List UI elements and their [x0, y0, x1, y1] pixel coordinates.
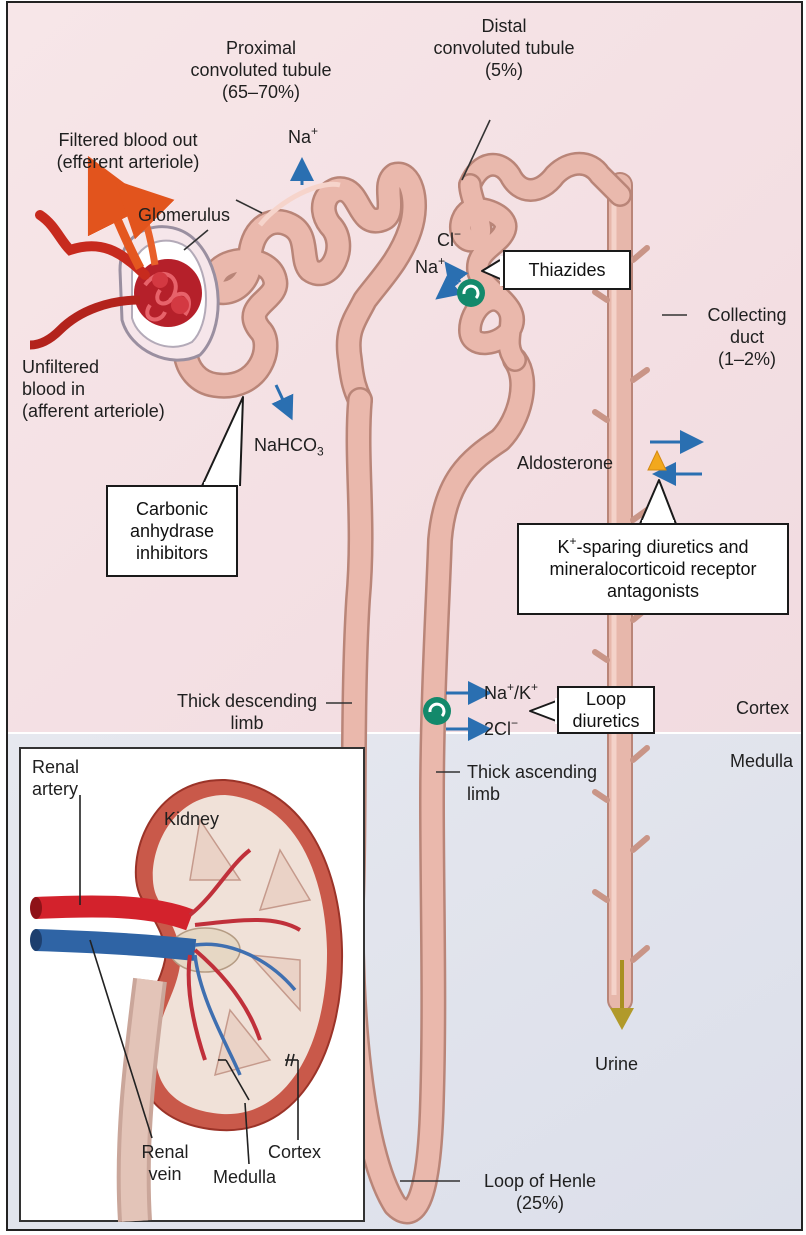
plus-sign: + [311, 124, 318, 138]
renal-vein-line-2: vein [133, 1163, 197, 1185]
ksparing-text: -sparing diuretics and [576, 537, 748, 557]
loop-of-henle-label: Loop of Henle (25%) [465, 1170, 615, 1214]
na-text: Na [288, 127, 311, 147]
thick-descending-label: Thick descending limb [171, 690, 323, 734]
cl-text: Cl [437, 230, 454, 250]
collecting-duct-label: Collecting duct (1–2%) [694, 304, 800, 370]
kidney-label: Kidney [164, 808, 219, 830]
filtered-line-2: (efferent arteriole) [26, 151, 230, 173]
proximal-tubule-label: Proximal convoluted tubule (65–70%) [160, 37, 362, 103]
medulla-region-label: Medulla [730, 750, 793, 772]
na-ion-distal: Na+ [415, 256, 445, 278]
k-text: /K [514, 683, 531, 703]
plus-sign: + [531, 680, 538, 694]
thick-asc-line-1: Thick ascending [467, 761, 597, 783]
efferent-arteriole-label: Filtered blood out (efferent arteriole) [26, 129, 230, 173]
renal-artery-line-2: artery [32, 778, 79, 800]
distal-line-1: Distal [419, 15, 589, 37]
thick-desc-line-2: limb [171, 712, 323, 734]
thick-ascending-label: Thick ascending limb [467, 761, 597, 805]
distal-percent: (5%) [419, 59, 589, 81]
two-cl-text: 2Cl [484, 719, 511, 739]
renal-artery-label: Renal artery [32, 756, 79, 800]
carbonic-line-1: Carbonic [136, 498, 208, 520]
loop-line-1: Loop [586, 688, 626, 710]
inset-cortex-label: Cortex [268, 1141, 321, 1163]
loop-henle-percent: (25%) [465, 1192, 615, 1214]
distal-tubule-label: Distal convoluted tubule (5%) [419, 15, 589, 81]
plus-sign: + [438, 254, 445, 268]
loop-henle-line-1: Loop of Henle [465, 1170, 615, 1192]
aldosterone-label: Aldosterone [517, 452, 613, 474]
plus-sign: + [569, 534, 576, 548]
cortex-region-label: Cortex [736, 697, 789, 719]
na-text: Na [415, 257, 438, 277]
cl-ion-distal: Cl− [437, 229, 461, 251]
k-text: K [557, 537, 569, 557]
unfiltered-line-3: (afferent arteriole) [22, 400, 165, 422]
distal-line-2: convoluted tubule [419, 37, 589, 59]
distal-transporter [457, 279, 485, 307]
two-cl-ion-label: 2Cl− [484, 718, 518, 740]
loop-diuretics-callout: Loop diuretics [557, 686, 655, 734]
na-text: Na [484, 683, 507, 703]
nahco-text: NaHCO [254, 435, 317, 455]
glomerulus-label: Glomerulus [138, 204, 230, 226]
proximal-line-2: convoluted tubule [160, 59, 362, 81]
inset-medulla-label: Medulla [213, 1166, 276, 1188]
collecting-line-2: duct [694, 326, 800, 348]
loop-line-2: diuretics [572, 710, 639, 732]
collecting-line-1: Collecting [694, 304, 800, 326]
proximal-line-1: Proximal [160, 37, 362, 59]
thick-asc-line-2: limb [467, 783, 597, 805]
renal-artery-line-1: Renal [32, 756, 79, 778]
ksparing-line-2: mineralocorticoid receptor [549, 558, 756, 580]
subscript-3: 3 [317, 445, 324, 459]
carbonic-line-3: inhibitors [136, 542, 208, 564]
k-sparing-callout: K+-sparing diuretics and mineralocortico… [517, 523, 789, 615]
renal-vein-line-1: Renal [133, 1141, 197, 1163]
thiazides-callout: Thiazides [503, 250, 631, 290]
thick-desc-line-1: Thick descending [171, 690, 323, 712]
loop-transporter [423, 697, 451, 725]
ksparing-line-1: K+-sparing diuretics and [557, 536, 748, 558]
unfiltered-line-2: blood in [22, 378, 165, 400]
minus-sign: − [511, 716, 518, 730]
carbonic-line-2: anhydrase [130, 520, 214, 542]
plus-sign: + [507, 680, 514, 694]
ksparing-line-3: antagonists [607, 580, 699, 602]
carbonic-anhydrase-callout: Carbonic anhydrase inhibitors [106, 485, 238, 577]
unfiltered-line-1: Unfiltered [22, 356, 165, 378]
afferent-arteriole-label: Unfiltered blood in (afferent arteriole) [22, 356, 165, 422]
na-k-ion-label: Na+/K+ [484, 682, 538, 704]
nahco3-label: NaHCO3 [254, 434, 324, 456]
filtered-line-1: Filtered blood out [26, 129, 230, 151]
collecting-percent: (1–2%) [694, 348, 800, 370]
urine-label: Urine [595, 1053, 638, 1075]
minus-sign: − [454, 227, 461, 241]
proximal-percent: (65–70%) [160, 81, 362, 103]
renal-vein-label: Renal vein [133, 1141, 197, 1185]
na-ion-proximal: Na+ [288, 126, 318, 148]
